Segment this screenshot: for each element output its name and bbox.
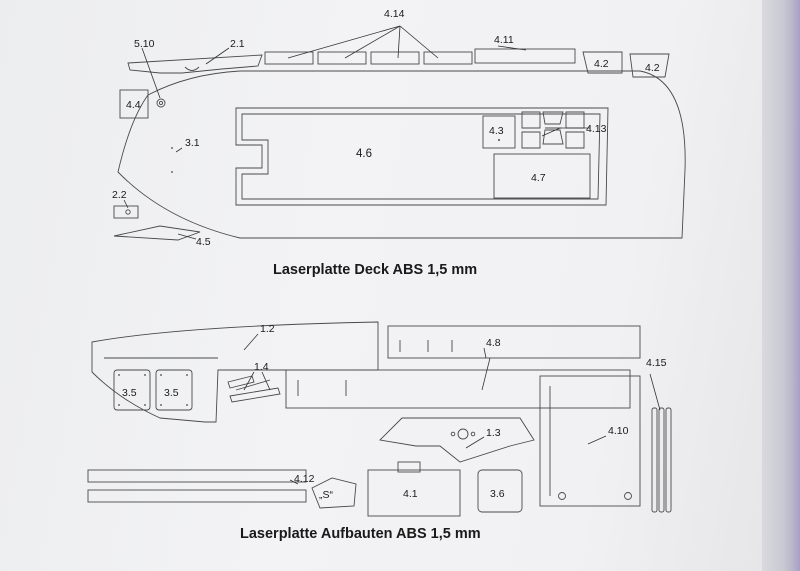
part-4-5 bbox=[113, 225, 201, 241]
part-4-7 bbox=[493, 153, 591, 199]
part-s bbox=[311, 477, 357, 509]
label-4-2-b: 4.2 bbox=[645, 62, 660, 74]
part-4-8-top bbox=[387, 325, 641, 359]
part-4-1-tab bbox=[397, 461, 421, 473]
part-2-1 bbox=[127, 54, 263, 74]
superstructure-sheet: 1.2 4.8 4.15 1.4 3.5 3.5 1.3 4.10 4.12 „… bbox=[87, 321, 672, 517]
label-s: „S“ bbox=[319, 489, 334, 501]
label-4-5: 4.5 bbox=[196, 236, 211, 248]
part-4-4 bbox=[119, 89, 149, 119]
superstructure-leader-lines bbox=[243, 333, 661, 485]
superstructure-sheet-caption: Laserplatte Aufbauten ABS 1,5 mm bbox=[240, 526, 481, 542]
label-3-6: 3.6 bbox=[490, 488, 505, 500]
part-4-3-mark bbox=[498, 139, 500, 141]
part-3-1-deck-outline bbox=[117, 70, 686, 239]
label-1-4: 1.4 bbox=[254, 361, 269, 373]
deck-sheet: 4.14 4.11 5.10 2.1 4.2 4.2 4.4 3.1 4.6 4… bbox=[112, 8, 686, 248]
label-2-2: 2.2 bbox=[112, 189, 127, 201]
part-5-10-hole-inner bbox=[158, 100, 164, 106]
part-2-2-hole bbox=[125, 209, 131, 215]
label-1-3: 1.3 bbox=[486, 427, 501, 439]
part-4-12-top bbox=[87, 469, 307, 483]
part-4-10-hole-left bbox=[558, 492, 566, 500]
label-2-1: 2.1 bbox=[230, 38, 245, 50]
label-4-7: 4.7 bbox=[531, 172, 546, 184]
part-3-5-left bbox=[113, 369, 151, 411]
part-5-10-hole bbox=[156, 98, 166, 108]
part-4-12-bottom bbox=[87, 489, 307, 503]
part-4-2-right bbox=[629, 53, 670, 78]
part-1-3 bbox=[379, 417, 535, 463]
label-4-6: 4.6 bbox=[356, 148, 372, 160]
label-4-8: 4.8 bbox=[486, 337, 501, 349]
part-4-3 bbox=[482, 115, 516, 149]
label-4-1: 4.1 bbox=[403, 488, 418, 500]
deck-sheet-caption: Laserplatte Deck ABS 1,5 mm bbox=[273, 262, 478, 278]
part-4-8-slots bbox=[399, 340, 453, 352]
part-1-3-hole-small bbox=[450, 431, 456, 437]
part-2-1-notch bbox=[184, 66, 200, 71]
part-1-4 bbox=[227, 375, 281, 403]
part-3-6 bbox=[477, 469, 523, 513]
label-4-11: 4.11 bbox=[494, 34, 514, 46]
label-4-14: 4.14 bbox=[384, 8, 405, 20]
part-4-14-strips bbox=[264, 51, 473, 65]
part-4-8-lower bbox=[285, 369, 631, 409]
label-3-5-left: 3.5 bbox=[122, 387, 137, 399]
label-4-13: 4.13 bbox=[586, 123, 607, 135]
label-3-1: 3.1 bbox=[185, 137, 200, 149]
part-1-2 bbox=[91, 321, 379, 423]
label-3-5-right: 3.5 bbox=[164, 387, 179, 399]
label-4-10: 4.10 bbox=[608, 425, 629, 437]
label-4-4: 4.4 bbox=[126, 99, 141, 111]
part-4-11-strip bbox=[474, 48, 576, 64]
part-3-5-right bbox=[155, 369, 193, 411]
part-4-15-rods bbox=[651, 407, 672, 513]
deck-mark bbox=[171, 171, 173, 173]
label-4-2-a: 4.2 bbox=[594, 58, 609, 70]
label-4-3: 4.3 bbox=[489, 125, 504, 137]
part-4-10-hole-right bbox=[624, 492, 632, 500]
part-4-10 bbox=[539, 375, 641, 507]
part-4-6-inner bbox=[241, 113, 601, 200]
part-4-8-lower-slots bbox=[297, 380, 347, 396]
label-1-2: 1.2 bbox=[260, 323, 275, 335]
part-4-1 bbox=[367, 469, 461, 517]
part-2-2 bbox=[113, 205, 139, 219]
deck-leader-lines bbox=[123, 25, 590, 240]
part-4-2-left bbox=[582, 51, 623, 74]
deck-mark bbox=[171, 147, 173, 149]
label-5-10: 5.10 bbox=[134, 38, 155, 50]
book-spine-shadow bbox=[762, 0, 800, 571]
part-4-13-cluster bbox=[521, 111, 585, 149]
part-4-6-outer bbox=[235, 107, 609, 206]
part-1-3-hole bbox=[457, 428, 469, 440]
part-1-3-hole-small bbox=[470, 431, 476, 437]
label-4-15: 4.15 bbox=[646, 357, 667, 369]
part-3-5-marks bbox=[118, 374, 188, 406]
label-4-12: 4.12 bbox=[294, 473, 315, 485]
